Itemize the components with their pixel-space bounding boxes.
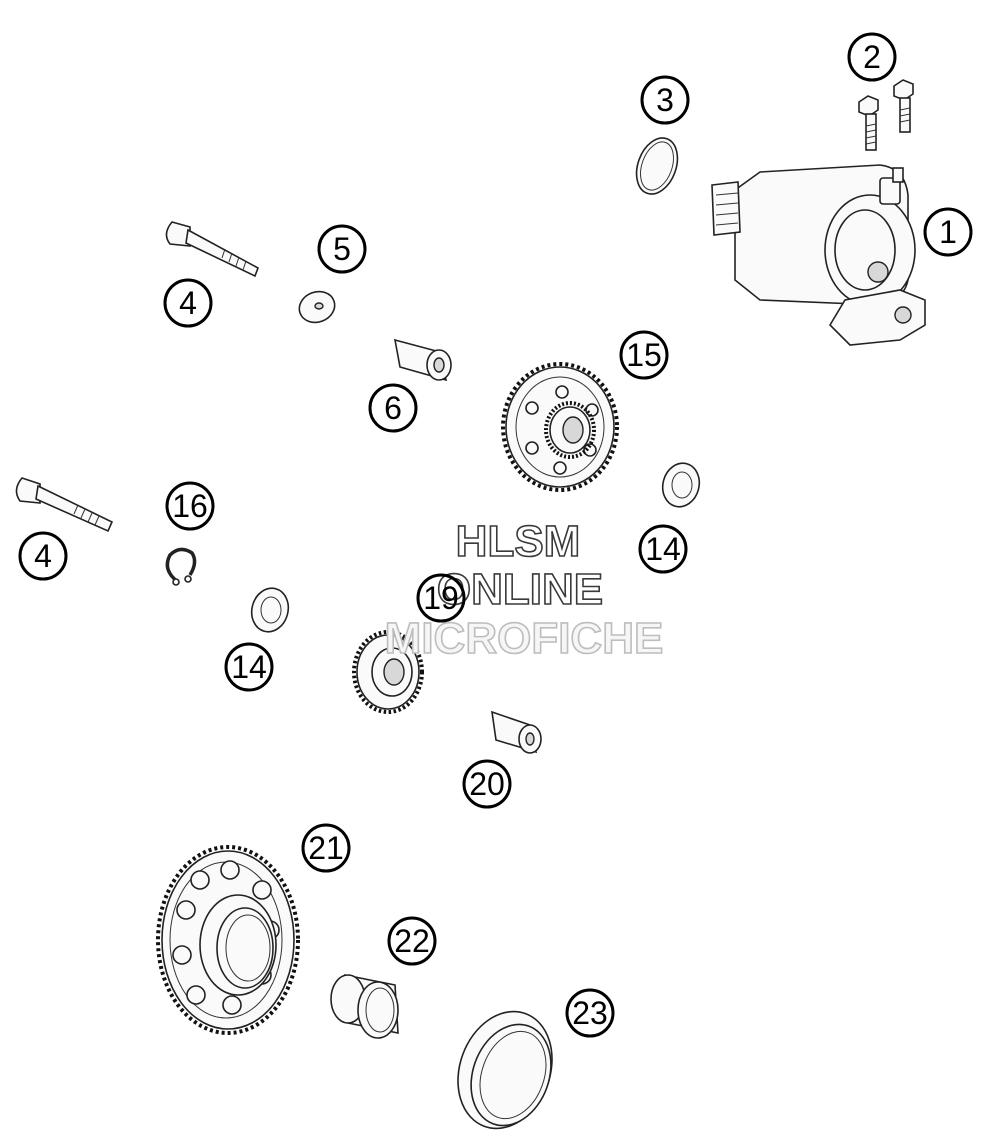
callout-22: 22 bbox=[387, 916, 437, 966]
screw-pair bbox=[858, 79, 914, 151]
callout-4-upper: 4 bbox=[163, 278, 213, 328]
intermediate-gear bbox=[501, 362, 619, 492]
circlip bbox=[165, 547, 197, 586]
watermark-line-2: ONLINE bbox=[437, 565, 603, 614]
callout-1: 1 bbox=[923, 207, 973, 257]
watermark: HLSM ONLINE MICROFICHE bbox=[384, 516, 664, 664]
bolt-lower bbox=[15, 477, 114, 533]
watermark-line-3: MICROFICHE bbox=[385, 614, 664, 663]
callout-3-label: 3 bbox=[656, 82, 674, 118]
callout-2: 2 bbox=[847, 32, 897, 82]
small-gear bbox=[352, 630, 424, 714]
callout-21: 21 bbox=[301, 823, 351, 873]
callout-14-right-label: 14 bbox=[645, 531, 681, 567]
callout-5: 5 bbox=[317, 224, 367, 274]
callout-16-label: 16 bbox=[172, 488, 208, 524]
callout-16: 16 bbox=[165, 481, 215, 531]
callout-23: 23 bbox=[565, 988, 615, 1038]
bearing-sleeve bbox=[330, 974, 399, 1039]
callout-6-label: 6 bbox=[384, 390, 402, 426]
callout-14-left-label: 14 bbox=[231, 649, 267, 685]
callout-4-lower: 4 bbox=[18, 531, 68, 581]
callout-5-label: 5 bbox=[333, 231, 351, 267]
callout-19-label: 19 bbox=[423, 580, 459, 616]
sleeve-upper bbox=[393, 338, 452, 382]
callout-14-right: 14 bbox=[638, 524, 688, 574]
watermark-line-1: HLSM bbox=[456, 517, 581, 566]
callout-2-label: 2 bbox=[863, 39, 881, 75]
washer-left bbox=[250, 587, 290, 633]
washer-right bbox=[661, 462, 701, 508]
bearing-ring bbox=[457, 1010, 553, 1130]
callout-22-label: 22 bbox=[394, 923, 430, 959]
callout-15-label: 15 bbox=[626, 337, 662, 373]
callout-6: 6 bbox=[368, 383, 418, 433]
o-ring bbox=[635, 137, 679, 195]
callout-4-lower-label: 4 bbox=[34, 538, 52, 574]
washer-small bbox=[298, 290, 336, 324]
callout-14-left: 14 bbox=[224, 642, 274, 692]
callout-15: 15 bbox=[619, 330, 669, 380]
callout-1-label: 1 bbox=[939, 214, 957, 250]
bolt-upper bbox=[165, 221, 259, 278]
callout-3: 3 bbox=[640, 75, 690, 125]
callout-19: 19 bbox=[416, 573, 466, 623]
callout-20: 20 bbox=[462, 759, 512, 809]
callout-4-upper-label: 4 bbox=[179, 285, 197, 321]
starter-motor bbox=[711, 164, 926, 346]
callout-23-label: 23 bbox=[572, 995, 608, 1031]
callout-20-label: 20 bbox=[469, 766, 505, 802]
sleeve-lower bbox=[491, 710, 542, 754]
starter-gear-large bbox=[156, 845, 300, 1035]
callout-21-label: 21 bbox=[308, 830, 344, 866]
